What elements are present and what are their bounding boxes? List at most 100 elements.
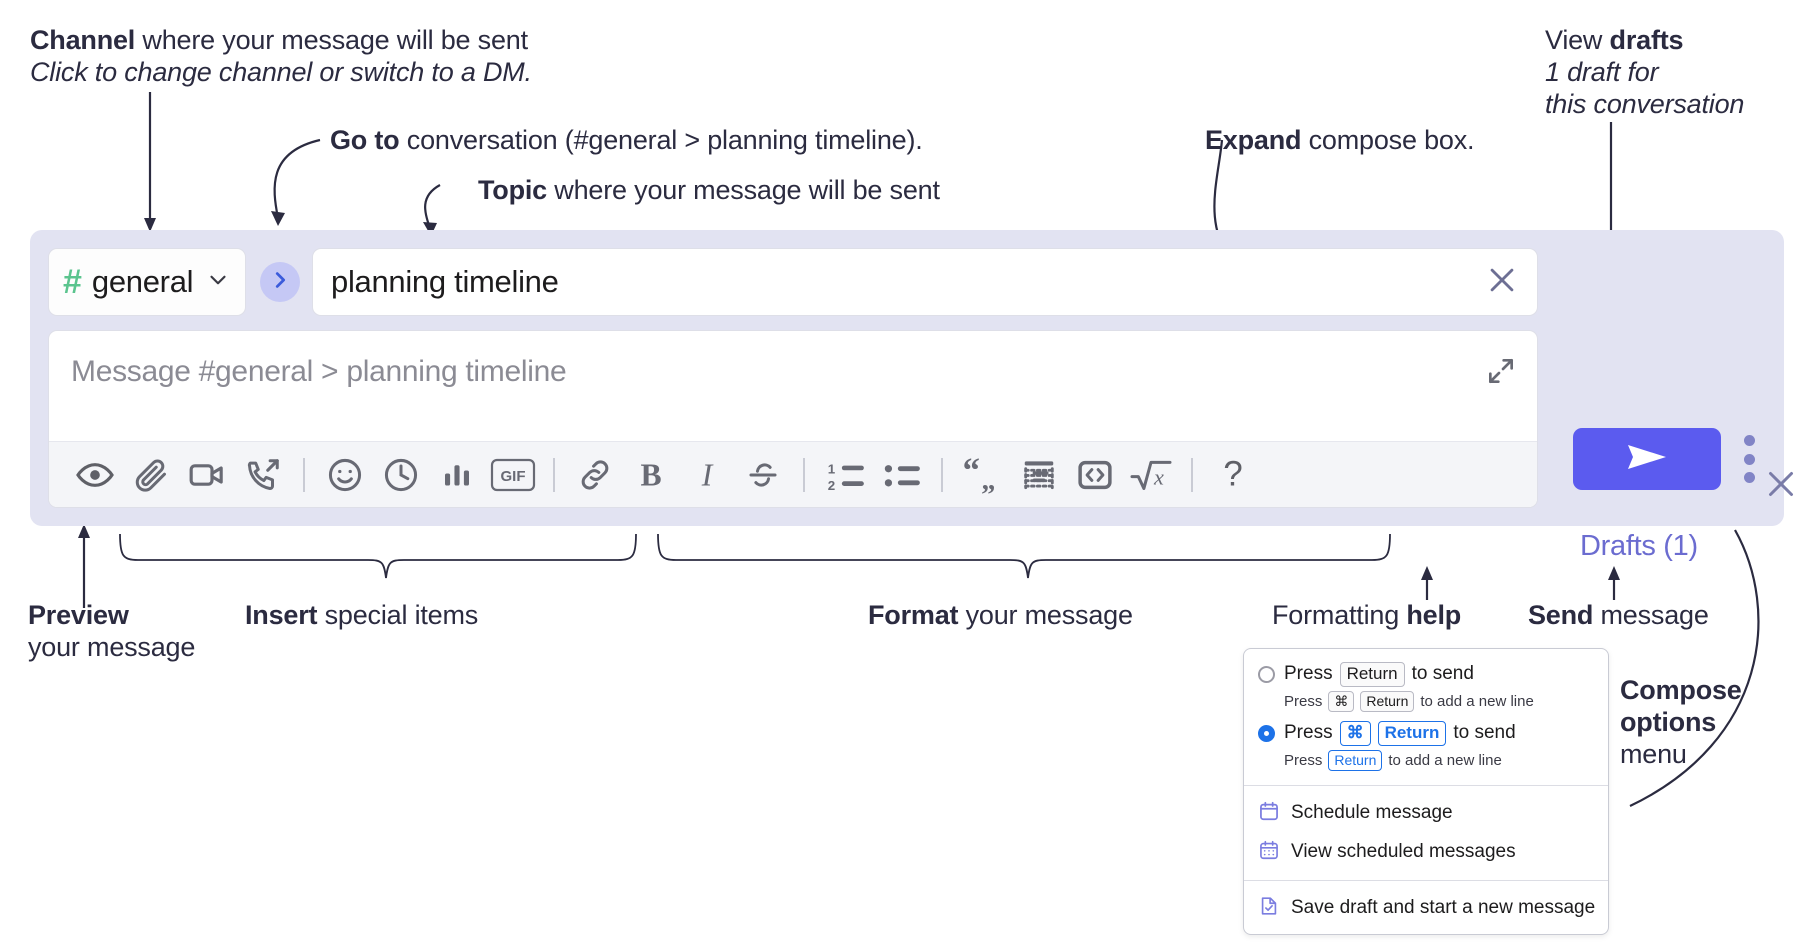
hash-channel-icon: # — [63, 263, 82, 301]
send-paper-plane-icon — [1620, 437, 1674, 482]
help-question-icon[interactable]: ? — [1205, 456, 1261, 494]
topic-clear-close-icon[interactable] — [1485, 263, 1519, 302]
menu-item-view-scheduled[interactable]: View scheduled messages — [1244, 833, 1608, 872]
annotation-preview-bold: Preview — [28, 600, 129, 630]
blockquote-icon[interactable]: “„ — [955, 456, 1011, 494]
annotation-expand-bold: Expand — [1205, 125, 1302, 155]
annotation-goto-rest: conversation (#general > planning timeli… — [399, 125, 923, 155]
menu-divider — [1244, 784, 1608, 786]
attachment-paperclip-icon[interactable] — [123, 456, 179, 494]
key-return: Return — [1328, 749, 1383, 771]
channel-selector-button[interactable]: # general — [48, 248, 246, 316]
opt1-pre: Press — [1284, 722, 1333, 744]
annotation-compose-line2: options — [1620, 706, 1717, 737]
send-option-cmd-return[interactable]: Press ⌘ Return to send — [1244, 718, 1608, 749]
preview-icon[interactable] — [67, 455, 123, 495]
more-options-dot — [1743, 453, 1755, 465]
svg-text:?: ? — [1223, 456, 1242, 493]
menu-item-label: View scheduled messages — [1291, 841, 1516, 863]
toolbar-divider — [941, 457, 943, 492]
send-button[interactable] — [1573, 428, 1721, 490]
topic-input-field[interactable]: planning timeline — [312, 248, 1538, 316]
compose-inner: # general planning timeline — [48, 248, 1538, 508]
opt0-sub-pre: Press — [1284, 692, 1323, 710]
key-return: Return — [1339, 662, 1405, 687]
annotation-help-lead: Formatting — [1272, 600, 1407, 630]
send-option-return-label: Press Return to send — [1284, 662, 1474, 687]
italic-icon[interactable]: I — [679, 456, 735, 494]
key-command: ⌘ — [1328, 690, 1355, 712]
phone-huddle-icon[interactable] — [235, 456, 291, 494]
more-options-dot — [1743, 472, 1755, 483]
annotation-compose-options: Compose options menu — [1620, 675, 1742, 771]
annotation-compose-line1: Compose — [1620, 675, 1742, 705]
chevron-right-icon — [269, 269, 291, 296]
math-sqrt-icon[interactable]: x — [1123, 456, 1179, 494]
drafts-link[interactable]: Drafts (1) — [1580, 530, 1698, 562]
opt0-post: to send — [1411, 663, 1474, 685]
annotation-channel-bold: Channel — [30, 25, 136, 55]
compose-box: # general planning timeline — [30, 230, 1793, 562]
annotation-goto-bold: Go to — [330, 125, 400, 155]
code-block-icon[interactable] — [1011, 456, 1067, 494]
annotation-insert-rest: special items — [317, 600, 479, 630]
channel-name-label: general — [91, 264, 194, 299]
menu-item-schedule-message[interactable]: Schedule message — [1244, 794, 1608, 833]
annotation-formatting-help: Formatting help — [1272, 600, 1461, 632]
emoji-smiley-icon[interactable] — [317, 456, 373, 494]
message-input-placeholder: Message #general > planning timeline — [71, 355, 567, 388]
compose-close-icon[interactable] — [1763, 466, 1799, 507]
svg-text:2: 2 — [828, 477, 835, 492]
toolbar-divider — [553, 457, 555, 492]
goto-conversation-button[interactable] — [260, 262, 300, 302]
annotation-format-bold: Format — [868, 600, 959, 630]
annotation-channel-italic: Click to change channel or switch to a D… — [30, 56, 532, 87]
annotation-insert: Insert special items — [245, 600, 478, 632]
toolbar-divider — [1191, 457, 1193, 492]
menu-item-save-draft[interactable]: Save draft and start a new message — [1244, 889, 1608, 928]
poll-bar-chart-icon[interactable] — [429, 457, 485, 493]
expand-icon[interactable] — [1485, 355, 1517, 392]
bold-icon[interactable]: B — [623, 456, 679, 494]
annotation-topic-rest: where your message will be sent — [547, 175, 940, 205]
annotation-compose-rest: menu — [1620, 738, 1687, 769]
svg-text:B: B — [640, 457, 661, 492]
compose-options-menu-button[interactable] — [1739, 435, 1759, 483]
opt1-sub-pre: Press — [1284, 751, 1323, 769]
annotation-send-bold: Send — [1528, 600, 1594, 630]
video-camera-icon[interactable] — [179, 455, 235, 495]
annotation-topic: Topic where your message will be sent — [478, 175, 940, 207]
annotation-format-rest: your message — [958, 600, 1133, 630]
save-draft-icon — [1258, 895, 1280, 922]
radio-unselected-icon[interactable] — [1258, 665, 1275, 683]
annotation-preview: Preview your message — [28, 600, 195, 664]
radio-selected-icon[interactable] — [1258, 724, 1275, 742]
annotation-drafts-bold: drafts — [1609, 25, 1684, 55]
bulleted-list-icon[interactable] — [873, 456, 929, 494]
annotation-send: Send message — [1528, 600, 1709, 632]
send-option-cmd-return-sub: Press Return to add a new line — [1244, 749, 1608, 777]
menu-item-label: Save draft and start a new message — [1291, 897, 1596, 919]
inline-code-icon[interactable] — [1067, 456, 1123, 494]
opt0-sub-post: to add a new line — [1420, 692, 1534, 710]
compose-options-dropdown: Press Return to send Press ⌘ Return to a… — [1243, 648, 1609, 935]
svg-text:I: I — [701, 457, 714, 492]
svg-text:GIF: GIF — [501, 468, 526, 485]
toolbar-divider — [803, 457, 805, 492]
message-input-box[interactable]: Message #general > planning timeline — [48, 330, 1538, 508]
svg-text:“: “ — [963, 456, 980, 489]
menu-item-label: Schedule message — [1291, 802, 1453, 824]
clock-icon[interactable] — [373, 456, 429, 494]
strikethrough-icon[interactable] — [735, 456, 791, 494]
gif-icon[interactable]: GIF — [485, 458, 541, 492]
calendar-grid-icon — [1258, 839, 1280, 866]
send-option-return[interactable]: Press Return to send — [1244, 659, 1608, 690]
annotation-channel: Channel where your message will be sent … — [30, 25, 532, 89]
annotation-topic-bold: Topic — [478, 175, 547, 205]
opt1-post: to send — [1453, 722, 1516, 744]
link-icon[interactable] — [567, 456, 623, 494]
svg-text:x: x — [1153, 464, 1164, 489]
opt1-sub-post: to add a new line — [1388, 751, 1502, 769]
topic-input-value: planning timeline — [331, 264, 559, 299]
